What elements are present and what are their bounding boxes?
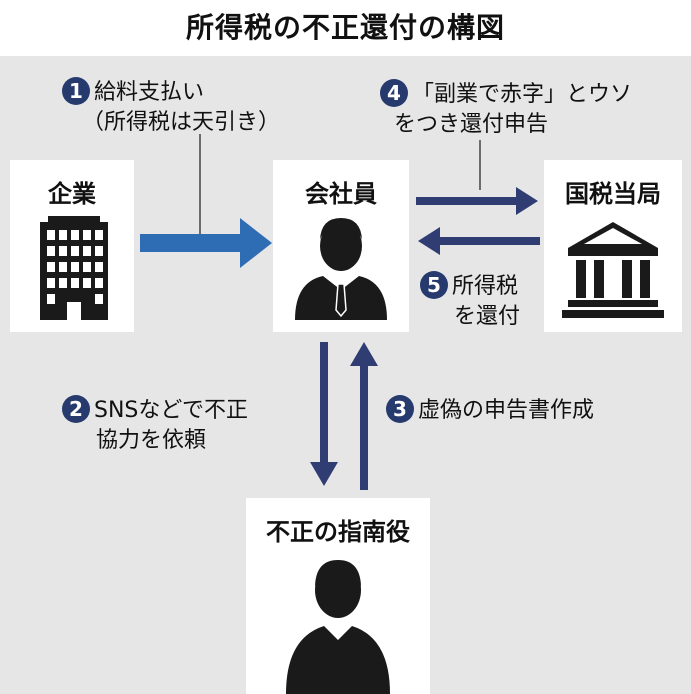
arrow-tax-return: [416, 187, 538, 215]
tax-office-box: 国税当局: [544, 160, 682, 332]
employee-label: 会社員: [305, 180, 377, 208]
step-2-line1: SNSなどで不正: [94, 398, 248, 423]
diagram-title: 所得税の不正還付の構図: [185, 11, 505, 44]
arrow-false-return: [350, 342, 378, 490]
building-icon: [40, 216, 108, 320]
instigator-box: 不正の指南役: [246, 498, 430, 694]
instigator-label: 不正の指南役: [266, 518, 410, 546]
company-label: 企業: [48, 180, 96, 208]
step-4-label: 4「副業で赤字」とウソ をつき還付申告: [380, 79, 633, 140]
step-5-line2: を還付: [454, 304, 521, 329]
step-1-line1: 給料支払い: [94, 80, 205, 105]
step-2-badge: 2: [62, 395, 90, 423]
step-1-line2: （所得税は天引き）: [82, 110, 281, 135]
step-4-line1: 「副業で赤字」とウソ: [412, 82, 633, 107]
step-3-line1: 虚偽の申告書作成: [418, 398, 595, 423]
company-box: 企業: [10, 160, 134, 332]
tax-office-label: 国税当局: [565, 180, 661, 208]
person-icon: [286, 560, 390, 694]
step-4-line2: をつき還付申告: [394, 112, 549, 137]
arrow-request: [310, 342, 338, 486]
businessman-icon: [295, 218, 387, 320]
arrow-salary: [140, 218, 272, 268]
step-2-line2: 協力を依頼: [96, 428, 207, 453]
government-building-icon: [562, 222, 664, 318]
employee-box: 会社員: [273, 160, 409, 332]
step-4-badge: 4: [380, 79, 408, 107]
step-5-line1: 所得税: [452, 274, 519, 299]
arrow-refund: [418, 227, 540, 255]
step-5-badge: 5: [420, 271, 448, 299]
step-3-badge: 3: [386, 395, 414, 423]
step-1-badge: 1: [62, 77, 90, 105]
